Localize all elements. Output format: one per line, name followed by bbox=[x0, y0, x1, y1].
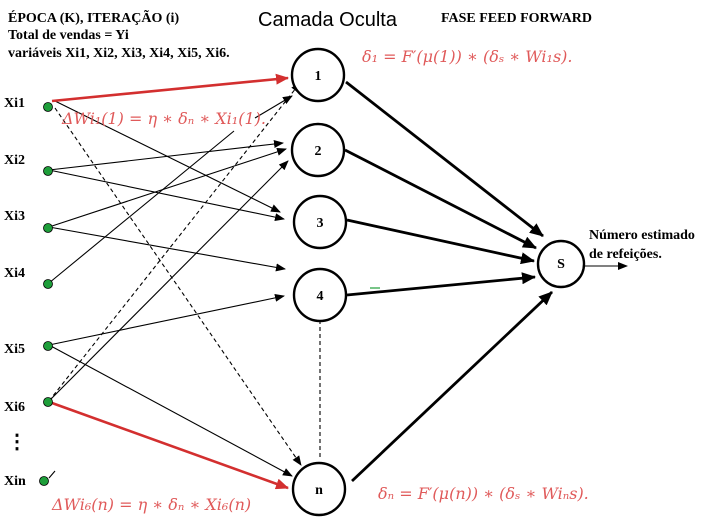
edge-xi1-hn bbox=[54, 107, 302, 466]
formula-dw-1: ΔWi₁(1) = η ∗ δₙ ∗ Xi₁(1). bbox=[61, 109, 266, 128]
hidden-layer-title: Camada Oculta bbox=[258, 9, 398, 31]
input-hidden-connections bbox=[48, 82, 321, 477]
hidden-node-3-label: 3 bbox=[317, 216, 324, 231]
input-layer: Xi1 Xi2 Xi3 Xi4 Xi5 Xi6 ⋮ Xin bbox=[4, 96, 56, 489]
input-node-xi6 bbox=[43, 397, 53, 407]
edge-h4-s bbox=[346, 272, 536, 297]
hidden-node-4 bbox=[292, 267, 348, 323]
input-node-xi4 bbox=[43, 279, 53, 289]
edge-xi5-h4 bbox=[48, 293, 285, 346]
edge-xi5-hn bbox=[48, 344, 293, 477]
input-node-xi3 bbox=[43, 223, 53, 233]
formula-dw-n: ΔWi₆(n) = η ∗ δₙ ∗ Xi₆(n) bbox=[51, 495, 251, 514]
input-xin-tick bbox=[48, 470, 56, 479]
input-node-xin bbox=[39, 476, 49, 486]
output-node bbox=[536, 239, 586, 289]
input-label-xi4: Xi4 bbox=[4, 266, 25, 281]
edge-xi6-h2 bbox=[48, 160, 289, 402]
hidden-layer: 1 2 3 4 n bbox=[290, 47, 348, 517]
input-node-xi2 bbox=[43, 166, 53, 176]
input-label-xi3: Xi3 bbox=[4, 209, 25, 224]
input-ellipsis: ⋮ bbox=[7, 431, 27, 453]
phase-label: FASE FEED FORWARD bbox=[441, 11, 592, 26]
formula-delta-1: δ₁ = F′(μ(1)) ∗ (δₛ ∗ Wi₁s). bbox=[362, 47, 573, 66]
input-label-xi6: Xi6 bbox=[4, 400, 25, 415]
header-line-sales: Total de vendas = Yi bbox=[8, 28, 129, 43]
edge-hn-s bbox=[351, 290, 553, 483]
edge-xi6-hn-highlight bbox=[51, 401, 289, 490]
input-node-xi1 bbox=[43, 102, 53, 112]
edge-xi1-h1-highlight bbox=[51, 73, 289, 103]
hidden-node-n-label: n bbox=[315, 483, 323, 498]
hidden-node-1-label: 1 bbox=[315, 69, 322, 84]
edge-xi4-up bbox=[48, 130, 235, 284]
input-label-xi1: Xi1 bbox=[4, 96, 25, 111]
hidden-node-2-label: 2 bbox=[315, 144, 322, 159]
edge-h3-s bbox=[346, 218, 535, 265]
edge-xi6-h1 bbox=[48, 82, 301, 402]
hidden-node-3 bbox=[292, 194, 348, 250]
edge-xi3-h4 bbox=[48, 226, 286, 272]
edge-xi1-h1-short bbox=[254, 95, 293, 119]
hidden-node-2 bbox=[290, 122, 346, 178]
hidden-node-n bbox=[291, 461, 347, 517]
output-label-line2: de refeições. bbox=[589, 247, 662, 262]
edge-h2-s bbox=[344, 148, 537, 250]
output-label-line1: Número estimado bbox=[589, 228, 695, 243]
input-node-xi5 bbox=[43, 341, 53, 351]
input-label-xi5: Xi5 bbox=[4, 342, 25, 357]
input-label-xi2: Xi2 bbox=[4, 153, 25, 168]
edge-xi2-h2 bbox=[48, 140, 284, 171]
formula-delta-n: δₙ = F′(μ(n)) ∗ (δₛ ∗ Wiₙs). bbox=[378, 484, 589, 503]
hidden-node-4-label: 4 bbox=[317, 289, 324, 304]
hidden-node-1 bbox=[290, 47, 346, 103]
edge-h1-s bbox=[345, 80, 544, 238]
hidden-output-connections bbox=[344, 80, 628, 483]
edge-xi2-h3 bbox=[48, 169, 285, 222]
edge-xi3-h2 bbox=[48, 148, 287, 228]
header-line-epoch: ÉPOCA (K), ITERAÇÃO (i) bbox=[8, 8, 179, 26]
output-node-label: S bbox=[557, 257, 565, 272]
header-line-variables: variáveis Xi1, Xi2, Xi3, Xi4, Xi5, Xi6. bbox=[8, 46, 230, 61]
input-label-xin: Xin bbox=[4, 474, 26, 489]
